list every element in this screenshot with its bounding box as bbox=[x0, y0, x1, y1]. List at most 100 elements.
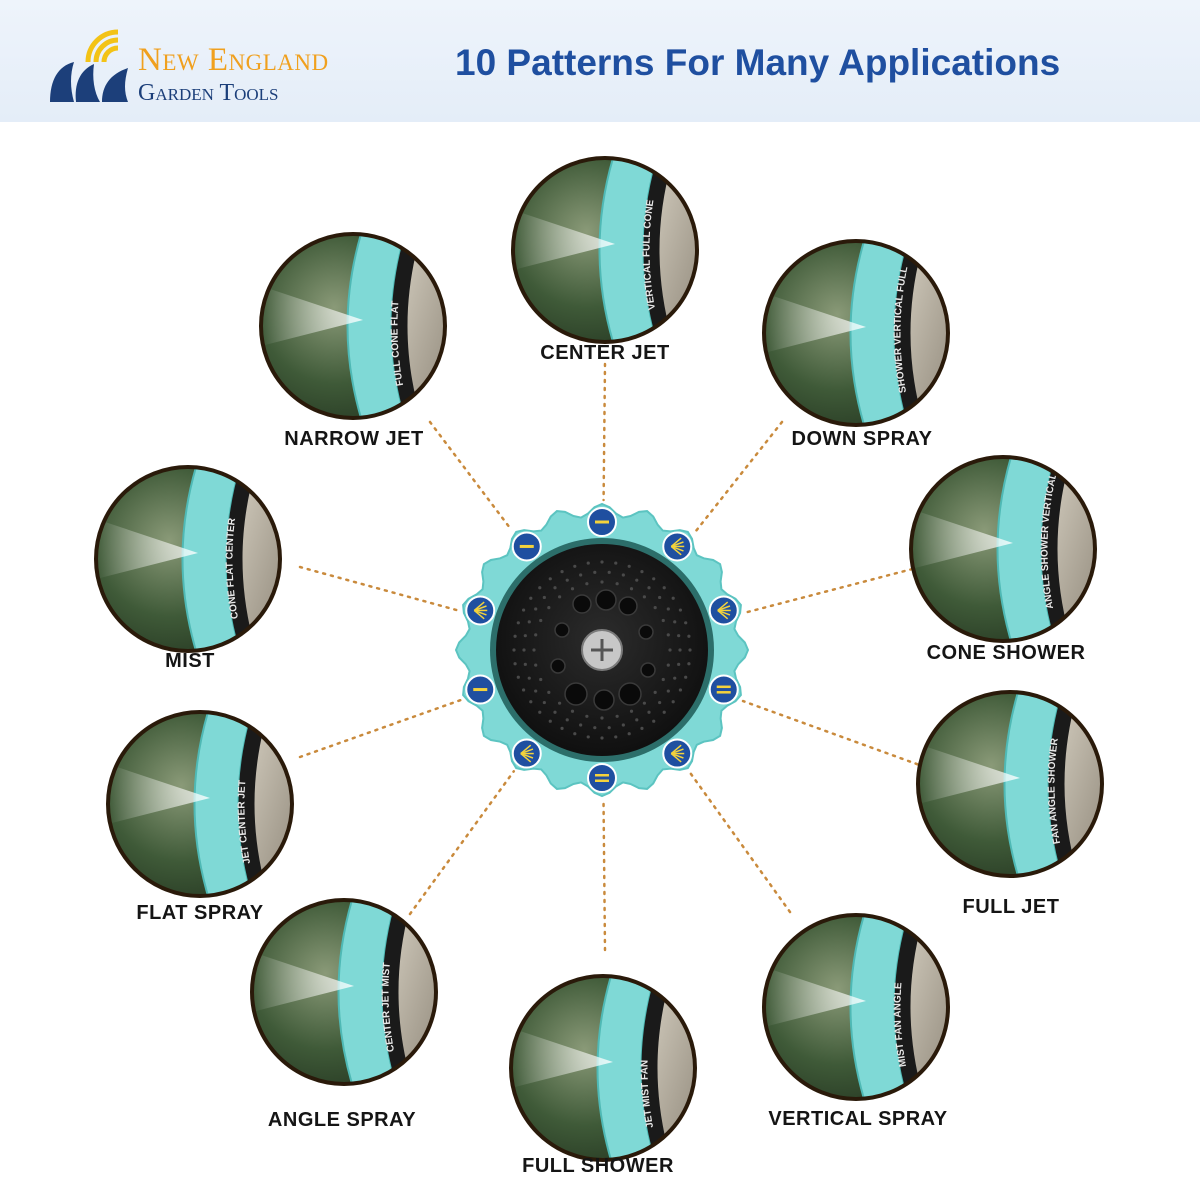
perforation bbox=[647, 710, 651, 714]
perforation bbox=[600, 560, 604, 564]
pattern-label-band bbox=[894, 915, 924, 1099]
label-cone-shower: CONE SHOWER bbox=[926, 642, 1086, 664]
marker-glyph-icon bbox=[520, 752, 532, 763]
perforation bbox=[553, 710, 557, 714]
perforation bbox=[677, 634, 681, 638]
perforation bbox=[585, 714, 589, 718]
pattern-thumbnails: VERTICAL FULL CONE SHOWER VERTICAL FULL AN… bbox=[94, 156, 1104, 1162]
thumbnail-frame bbox=[259, 232, 447, 420]
perforation bbox=[593, 726, 597, 730]
connector-cone-shower bbox=[745, 565, 922, 614]
dial-marker-8[interactable] bbox=[465, 674, 496, 705]
pattern-label-band bbox=[391, 234, 421, 418]
perforation bbox=[629, 587, 634, 591]
perforation bbox=[585, 582, 589, 586]
perforation bbox=[666, 607, 670, 611]
label-angle-spray: ANGLE SPRAY bbox=[267, 1109, 417, 1131]
marker-glyph-icon bbox=[473, 609, 485, 620]
perforation bbox=[671, 596, 675, 600]
perforation bbox=[621, 573, 625, 577]
perforation bbox=[565, 718, 569, 722]
dial-marker-6[interactable] bbox=[587, 763, 617, 793]
dial-marker-7[interactable] bbox=[511, 738, 542, 769]
perforation bbox=[539, 677, 543, 682]
perforation bbox=[677, 662, 681, 666]
perforation bbox=[621, 723, 625, 727]
page-title: 10 Patterns For Many Applications bbox=[455, 42, 1061, 83]
perforation bbox=[542, 700, 546, 705]
water-spray bbox=[108, 764, 210, 824]
thumbnail-frame bbox=[916, 690, 1104, 878]
perforation bbox=[652, 719, 656, 723]
perforation bbox=[527, 676, 531, 680]
perforation bbox=[553, 586, 557, 590]
connector-center-jet bbox=[602, 362, 607, 502]
perforation bbox=[513, 662, 517, 666]
dial-marker-2[interactable] bbox=[662, 531, 693, 562]
perforation bbox=[548, 577, 552, 581]
dial-marker-4[interactable] bbox=[708, 674, 739, 705]
perforation bbox=[570, 709, 575, 713]
perforation bbox=[523, 634, 527, 638]
water-spray bbox=[511, 1028, 613, 1088]
perforation bbox=[542, 595, 546, 600]
dial-marker-9[interactable] bbox=[465, 595, 496, 626]
thumbnail-frame bbox=[909, 455, 1097, 643]
dial-marker-5[interactable] bbox=[662, 738, 693, 769]
thumbnail-frame bbox=[509, 974, 697, 1162]
jet-orifice bbox=[550, 658, 566, 674]
water-spray bbox=[252, 952, 354, 1012]
pattern-label-band bbox=[382, 900, 412, 1084]
dial-marker-10[interactable] bbox=[511, 531, 542, 562]
jet-orifice bbox=[618, 596, 638, 616]
perforation bbox=[629, 709, 634, 713]
thumbnail-photo: FULL CONE FLAT bbox=[261, 234, 445, 418]
perforation bbox=[593, 570, 597, 574]
jet-orifice bbox=[595, 589, 617, 611]
perforation bbox=[627, 732, 631, 736]
perforation bbox=[547, 690, 551, 694]
perforation bbox=[579, 573, 583, 577]
dial-marker-3[interactable] bbox=[708, 595, 739, 626]
pattern-label-band bbox=[643, 158, 673, 342]
pattern-label-band bbox=[894, 241, 924, 425]
perforation bbox=[512, 648, 516, 652]
label-center-jet: CENTER JET bbox=[540, 342, 670, 364]
pattern-label-band bbox=[226, 467, 256, 651]
perforation bbox=[534, 689, 538, 693]
perforation bbox=[678, 648, 682, 652]
perforation bbox=[529, 596, 533, 600]
thumbnail-frame bbox=[94, 465, 282, 653]
perforation bbox=[687, 634, 691, 638]
jet-orifice bbox=[638, 624, 654, 640]
perforation bbox=[534, 607, 538, 611]
perforation bbox=[573, 564, 577, 568]
perforation bbox=[662, 710, 666, 714]
thumbnail-vertical-spray: MIST FAN ANGLE bbox=[762, 913, 950, 1101]
marker-glyph-icon bbox=[595, 779, 609, 782]
label-down-spray: DOWN SPRAY bbox=[791, 428, 933, 450]
jet-orifice bbox=[640, 662, 656, 678]
marker-glyph-icon bbox=[595, 774, 609, 777]
thumbnail-photo: CENTER JET MIST bbox=[252, 900, 436, 1084]
connector-full-shower bbox=[602, 798, 607, 952]
dial-marker-1[interactable] bbox=[587, 507, 617, 537]
perforation bbox=[658, 700, 662, 705]
perforation bbox=[532, 648, 536, 652]
perforation bbox=[573, 732, 577, 736]
label-mist: MIST bbox=[165, 650, 215, 672]
brand-name: New England bbox=[138, 42, 329, 78]
screw-slot bbox=[591, 639, 613, 661]
marker-glyph-icon bbox=[670, 752, 682, 763]
connector-narrow-jet bbox=[428, 420, 513, 532]
perforation bbox=[534, 663, 538, 667]
marker-glyph-icon bbox=[716, 691, 731, 694]
pattern-label-band bbox=[1048, 692, 1078, 876]
marker-disc bbox=[587, 763, 617, 793]
marker-glyph-icon bbox=[717, 609, 729, 620]
thumbnail-center-jet: VERTICAL FULL CONE bbox=[511, 156, 699, 344]
dial-markers bbox=[465, 507, 739, 793]
thumbnail-photo: SHOWER VERTICAL FULL bbox=[764, 241, 948, 425]
perforation bbox=[684, 675, 688, 679]
perforation bbox=[666, 663, 670, 667]
